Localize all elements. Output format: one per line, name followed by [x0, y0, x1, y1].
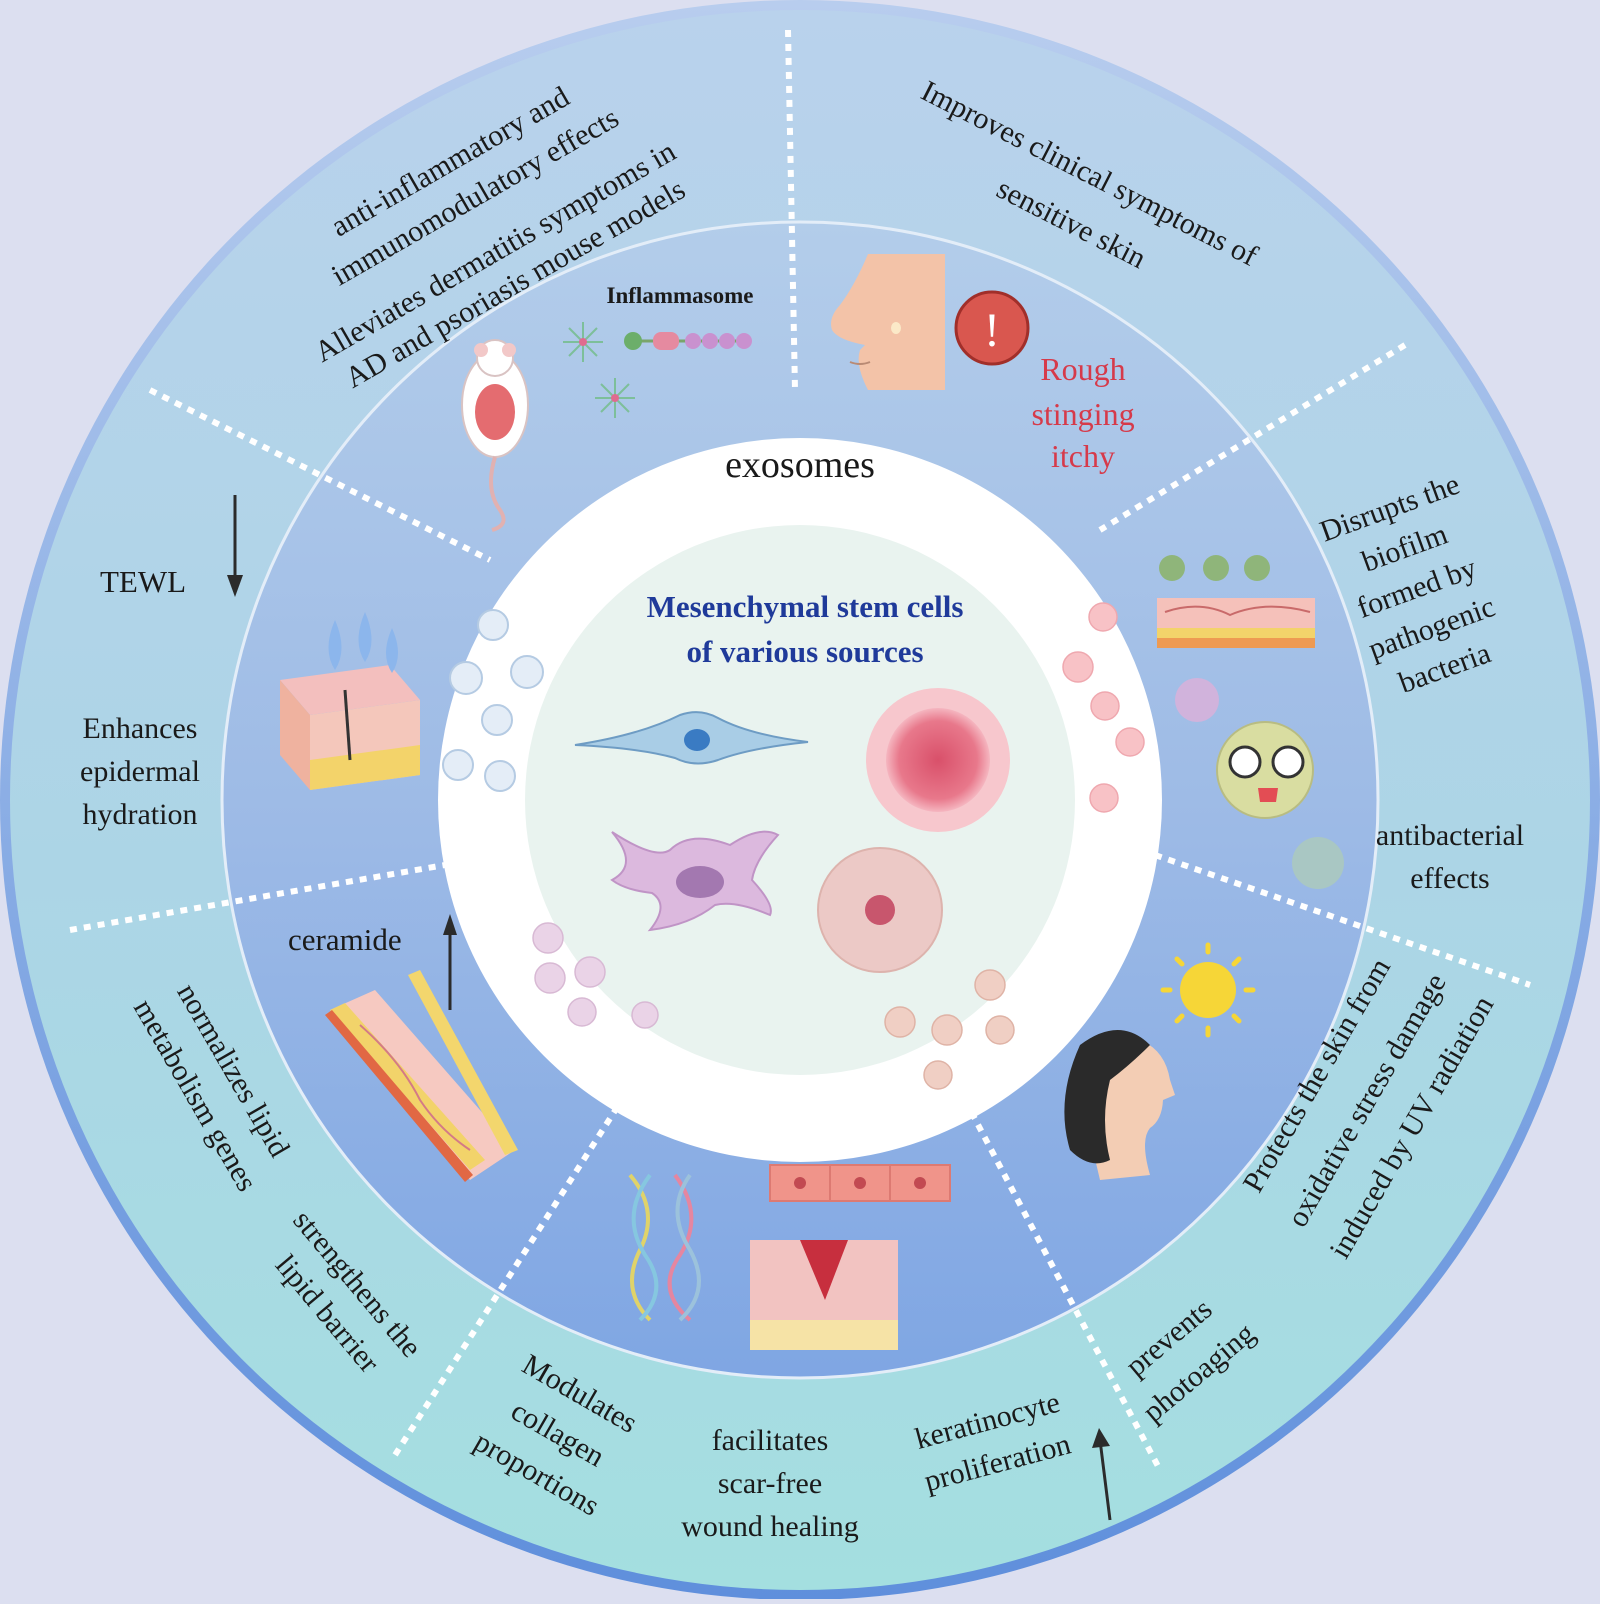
center-inner-disc [525, 525, 1075, 1075]
antibacterial-line1: antibacterial [1376, 819, 1524, 852]
nose-icon [831, 254, 945, 390]
hydration-text: Enhances epidermal hydration [80, 712, 200, 831]
wound-line1: facilitates [712, 1424, 829, 1457]
skin-layers-icon [280, 612, 420, 790]
arrow-up-icon [443, 914, 457, 1010]
exosome-icon [1062, 602, 1145, 813]
center-title-line2: of various sources [686, 634, 923, 669]
exosomes-label: exosomes [725, 444, 875, 486]
alert-glyph: ! [984, 304, 1000, 357]
face-profile-icon [1064, 1030, 1175, 1180]
stem-cell-icon [574, 711, 809, 765]
divider-bottom-left [392, 1093, 628, 1457]
inflammasome-icon [624, 332, 752, 350]
antibacterial-line2: effects [1410, 862, 1489, 895]
inflammasome-label: Inflammasome [607, 283, 754, 308]
divider-right [1154, 852, 1531, 988]
wound-icon [750, 1240, 898, 1350]
mouse-icon [461, 339, 529, 532]
divider-upper-right [1098, 342, 1407, 533]
keratinocyte-icon [769, 1164, 951, 1202]
ceramide-label: ceramide [288, 922, 402, 957]
hydration-line3: hydration [83, 798, 198, 831]
hydration-line1: Enhances [83, 712, 198, 745]
center-title-line1: Mesenchymal stem cells [647, 589, 964, 624]
stem-cell-icon [610, 830, 780, 932]
exosome-icon [884, 969, 1015, 1090]
symptom-rough: Rough [1040, 351, 1125, 387]
arrow-up-icon [1092, 1428, 1112, 1521]
tewl-label: TEWL [100, 564, 186, 599]
inflammasome-burst-icon [563, 322, 635, 418]
bacteria-icon [1175, 678, 1344, 889]
wound-line3: wound healing [681, 1510, 858, 1543]
hydration-line2: epidermal [80, 755, 200, 788]
exosome-icon [532, 922, 659, 1029]
collagen-icon [628, 1173, 701, 1322]
stem-cell-icon [866, 688, 1010, 832]
exosome-icon [442, 609, 544, 792]
section-dividers [69, 29, 1531, 1472]
skin-biofilm-icon [1157, 555, 1315, 648]
stem-cell-icon [817, 847, 943, 973]
symptom-itchy: itchy [1051, 438, 1115, 474]
wound-line2: scar-free [718, 1467, 822, 1500]
wound-healing-text: facilitates scar-free wound healing [681, 1424, 858, 1543]
symptom-stinging: stinging [1031, 396, 1134, 432]
symptom-text: Rough stinging itchy [1031, 351, 1134, 474]
lipid-barrier-icon [325, 970, 518, 1182]
sun-icon [1160, 942, 1256, 1038]
alert-icon: ! [954, 290, 1030, 366]
arrow-down-icon [227, 495, 243, 597]
divider-top [785, 29, 798, 391]
